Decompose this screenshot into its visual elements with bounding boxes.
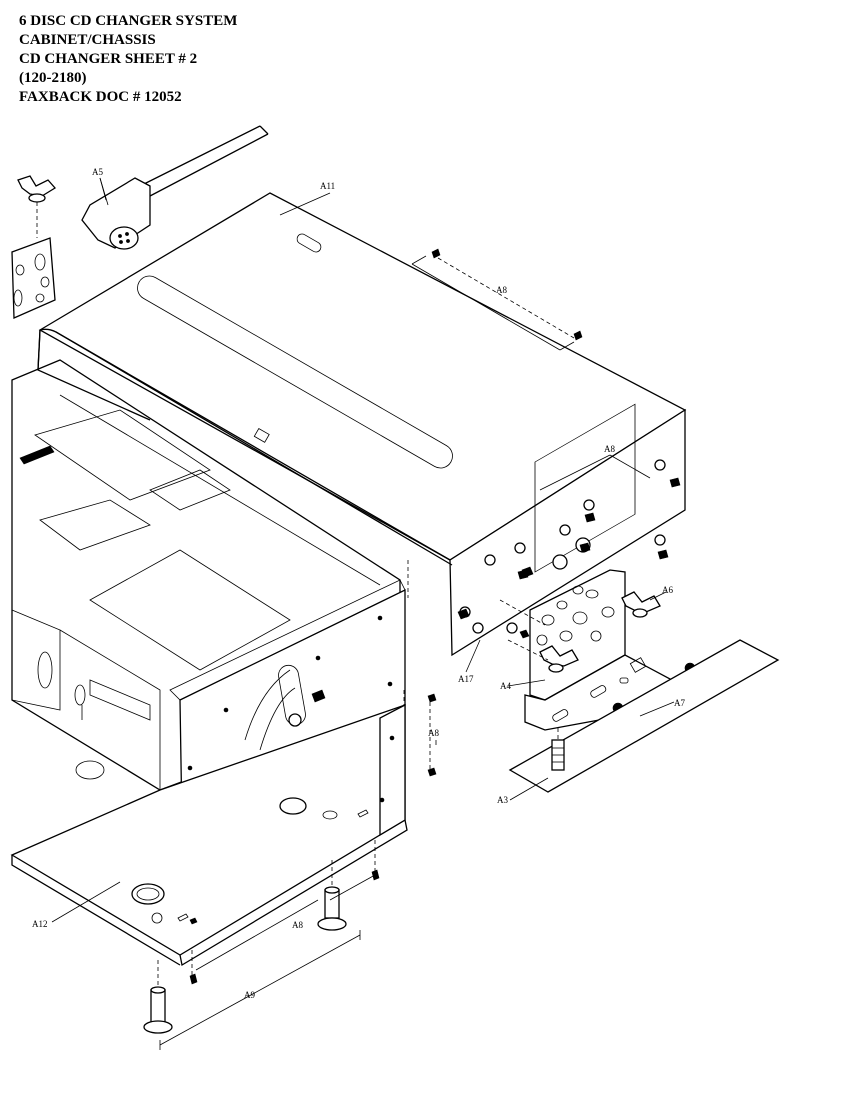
label-a9: A9 (244, 990, 255, 1000)
header-line-section: CABINET/CHASSIS (19, 32, 156, 48)
label-a8-bottom: A8 (292, 920, 303, 930)
label-a6: A6 (662, 585, 673, 595)
foot-left (143, 960, 173, 1034)
foot-right (317, 860, 347, 931)
cover-side-screws (403, 560, 409, 705)
label-a8-right: A8 (604, 444, 615, 454)
label-a7: A7 (674, 698, 685, 708)
header-line-title: 6 DISC CD CHANGER SYSTEM (19, 13, 238, 29)
cabinet-cover-a11 (37, 192, 687, 657)
cable-connector-a5 (81, 125, 269, 250)
label-a11: A11 (320, 181, 335, 191)
mounting-strip-a3 (508, 639, 780, 793)
label-a4: A4 (500, 681, 511, 691)
lower-screws (159, 693, 437, 1050)
wing-nut-left (507, 639, 579, 673)
label-a5: A5 (92, 167, 103, 177)
label-a8-top: A8 (496, 285, 507, 295)
header-line-model: (120-2180) (19, 70, 87, 86)
left-bracket (11, 175, 56, 319)
label-a8-side: A8 (428, 728, 439, 738)
screw-a17 (457, 566, 546, 673)
bottom-plate-a12 (10, 703, 408, 967)
cover-screws (411, 248, 681, 580)
label-a17: A17 (458, 674, 474, 684)
document-header: 6 DISC CD CHANGER SYSTEM CABINET/CHASSIS… (19, 12, 237, 107)
header-line-faxback: FAXBACK DOC # 12052 (19, 89, 182, 105)
wing-nut-a6 (621, 591, 661, 618)
header-line-sheet: CD CHANGER SHEET # 2 (19, 51, 198, 67)
label-a12: A12 (32, 919, 48, 929)
leader-lines (51, 177, 675, 923)
label-a3: A3 (497, 795, 508, 805)
